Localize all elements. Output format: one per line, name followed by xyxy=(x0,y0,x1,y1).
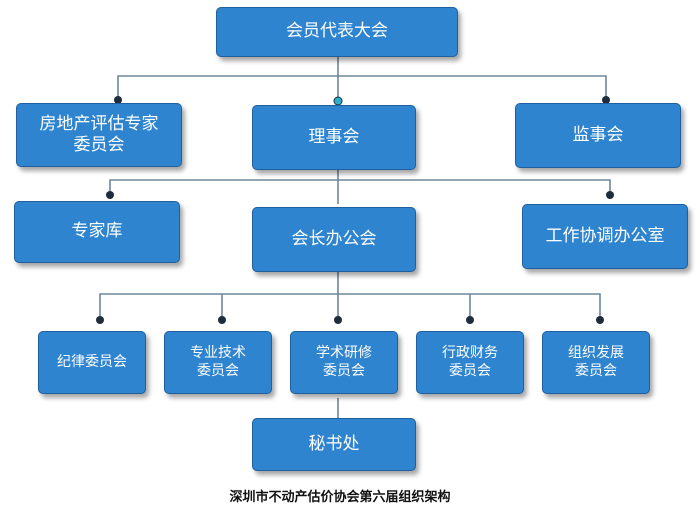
node-council: 理事会 xyxy=(252,105,416,170)
node-academic-research-committee: 学术研修 委员会 xyxy=(290,331,398,394)
node-supervisory-board: 监事会 xyxy=(515,103,681,168)
node-professional-tech-committee: 专业技术 委员会 xyxy=(164,331,272,394)
connector-paths xyxy=(99,57,611,418)
node-discipline-committee: 纪律委员会 xyxy=(38,331,146,394)
node-secretariat: 秘书处 xyxy=(252,418,416,471)
diagram-caption: 深圳市不动产估价协会第六届组织架构 xyxy=(229,490,451,505)
node-admin-finance-committee: 行政财务 委员会 xyxy=(416,331,524,394)
node-assembly: 会员代表大会 xyxy=(216,7,458,57)
node-coordination-office: 工作协调办公室 xyxy=(522,204,688,269)
node-president-office: 会长办公会 xyxy=(252,207,416,272)
node-org-development-committee: 组织发展 委员会 xyxy=(542,331,650,394)
node-expert-pool: 专家库 xyxy=(14,201,180,263)
connector-dots xyxy=(96,96,614,324)
node-expert-committee: 房地产评估专家 委员会 xyxy=(16,103,182,167)
